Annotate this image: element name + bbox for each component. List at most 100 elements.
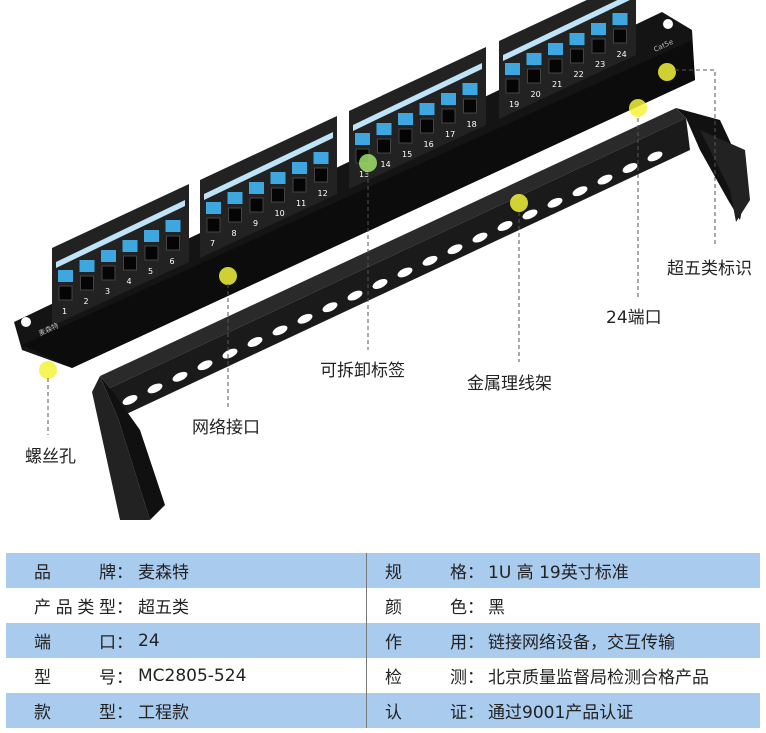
port-color-tab [548,43,563,55]
spec-value: MC2805-524 [134,658,366,693]
callout-24-ports: 24端口 [606,308,662,328]
patch-panel-illustration: 123456789101112131415161718192021222324 … [14,0,750,520]
spec-label: 端口 [34,633,116,653]
spec-label: 颜色 [385,598,467,618]
port-number: 6 [170,257,175,266]
rj45-jack [228,207,242,223]
rj45-jack [591,38,606,54]
cable-slot [172,371,188,382]
port-color-tab [206,202,221,214]
port-number: 23 [595,60,605,69]
rj45-jack [123,255,137,271]
cable-slot [522,209,538,220]
port-color-tab [355,133,370,145]
rj45-jack [570,48,584,64]
port-color-tab [313,152,329,164]
port-color-tab [441,93,456,105]
cable-slot [272,325,288,336]
cable-slot [397,267,413,278]
spec-row: 型号： MC2805-524 检测： 北京质量监督局检测合格产品 [6,658,760,693]
rj45-jack [292,177,307,193]
port-color-tab [398,113,413,125]
port-color-tab [376,123,392,135]
port-number: 19 [509,100,519,109]
port-number: 16 [424,140,434,149]
rj45-jack [527,68,541,84]
spec-value: 1U 高 19英寸标准 [484,553,760,588]
port-color-tab [526,53,542,65]
spec-row: 端口： 24 作用： 链接网络设备，交互传输 [6,623,760,658]
callout-screw-hole: 螺丝孔 [25,447,76,467]
port-number: 17 [445,130,455,139]
port-number: 22 [574,70,584,79]
cable-slot [572,186,588,197]
rj45-jack [166,235,180,251]
rj45-jack [206,217,221,233]
spec-row: 品牌： 麦森特 规格： 1U 高 19英寸标准 [6,553,760,588]
rj45-jack [398,128,413,144]
port-number: 1 [62,307,67,316]
rj45-jack [144,245,159,261]
spec-label: 检测 [385,668,467,688]
rj45-jack [377,138,391,154]
cable-slot [597,174,613,185]
spec-label: 款型 [34,703,116,723]
spec-label: 认证 [385,703,467,723]
spec-value: 麦森特 [134,553,366,588]
rj45-jack [505,78,520,94]
port-number: 4 [127,277,132,286]
port-color-tab [101,250,116,262]
callout-network-jack: 网络接口 [192,418,260,438]
port-color-tab [249,182,264,194]
cable-slot [147,383,163,394]
port-color-tab [462,83,478,95]
spec-value: 超五类 [134,588,366,623]
port-color-tab [591,23,606,35]
callout-cat5e-label: 超五类标识 [667,259,752,279]
cable-slot [122,395,138,405]
callout-removable-label: 可拆卸标签 [320,361,405,381]
cable-slot [347,290,363,301]
rj45-jack [101,265,116,281]
port-number: 10 [275,209,285,218]
mount-hole-right [663,19,673,29]
spec-label: 产品类型 [34,598,116,618]
cable-slot [472,232,488,243]
cable-slot [297,313,313,324]
cable-manager-bar [92,108,750,520]
rj45-jack [613,28,627,44]
port-number: 21 [552,80,562,89]
spec-label: 品牌 [34,563,116,583]
mount-hole-left [21,317,31,327]
cable-slot [622,163,638,173]
cable-slot [322,302,338,313]
rj45-jack [463,98,477,114]
callout-cable-manager: 金属理线架 [467,374,552,394]
port-color-tab [419,103,435,115]
port-color-tab [227,192,243,204]
cable-slot [647,151,663,162]
rj45-jack [58,285,73,301]
spec-value: 通过9001产品认证 [484,693,760,728]
cable-slot [372,279,388,289]
port-color-tab [505,63,520,75]
cable-slot [447,244,463,255]
spec-table: 品牌： 麦森特 规格： 1U 高 19英寸标准 产品类型： 超五类 颜色： 黑 … [6,553,760,728]
port-color-tab [79,260,95,272]
port-number: 15 [402,150,412,159]
port-number: 12 [318,189,328,198]
cable-slot [222,348,238,359]
cable-slot [497,221,513,231]
port-color-tab [144,230,159,242]
port-number: 9 [253,219,258,228]
port-number: 24 [617,50,627,59]
rj45-jack [420,118,434,134]
port-color-tab [569,33,585,45]
port-color-tab [58,270,73,282]
patch-panel: 123456789101112131415161718192021222324 … [14,0,695,368]
spec-value: 工程款 [134,693,366,728]
port-number: 14 [381,160,391,169]
port-number: 18 [467,120,477,129]
spec-value: 24 [134,623,366,658]
port-number: 11 [296,199,306,208]
